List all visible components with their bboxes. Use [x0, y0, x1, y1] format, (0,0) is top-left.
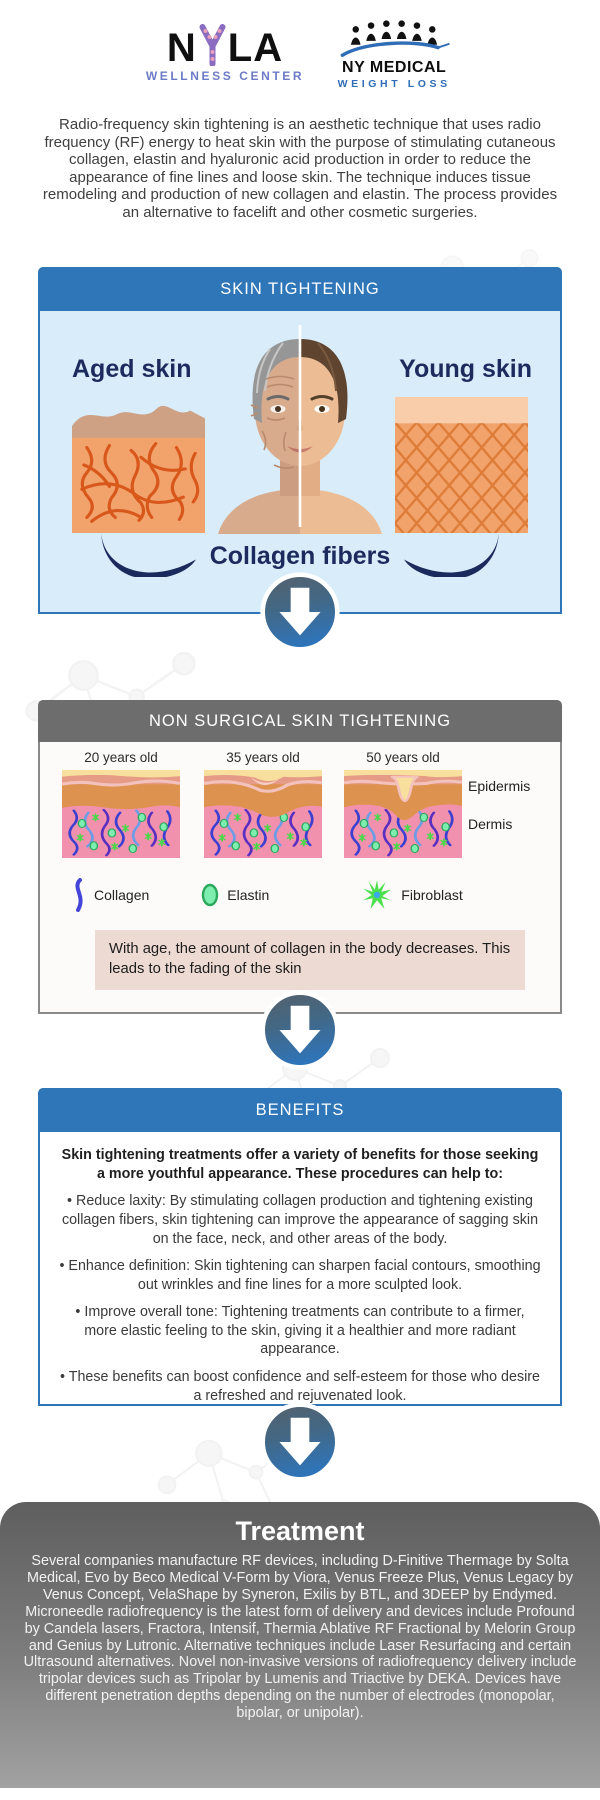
section-divider: [0, 988, 600, 1072]
skin-tightening-title: SKIN TIGHTENING: [38, 267, 562, 312]
ny-medical-subtitle: WEIGHT LOSS: [337, 77, 451, 90]
people-syringe-icon: [340, 20, 450, 58]
non-surgical-body: 20 years old 35 years old 50 years old: [38, 742, 562, 1015]
nyla-wellness-logo: N LA WELLNESS CENTER: [145, 23, 305, 83]
epidermis-label: Epidermis: [468, 778, 531, 795]
legend-collagen: Collagen: [70, 878, 149, 913]
collagen-brace-right: [404, 533, 499, 578]
nyla-letters-la: LA: [227, 25, 284, 70]
age-label-35: 35 years old: [226, 750, 300, 766]
age-collagen-caption: With age, the amount of collagen in the …: [95, 930, 525, 991]
age-label-20: 20 years old: [84, 750, 158, 766]
benefits-intro: Skin tightening treatments offer a varie…: [61, 1147, 539, 1182]
skin-diagram-50yo: [344, 770, 462, 859]
legend-fibroblast: Fibroblast: [361, 879, 463, 911]
header: N LA WELLNESS CENTER: [0, 0, 600, 100]
benefit-bullet-tone: • Improve overall tone: Tightening treat…: [75, 1304, 525, 1358]
section-treatment: Treatment Several companies manufacture …: [0, 1502, 600, 1789]
dermis-label: Dermis: [468, 816, 513, 833]
section-skin-tightening: SKIN TIGHTENING Aged skin Young skin: [38, 267, 562, 615]
section-non-surgical: NON SURGICAL SKIN TIGHTENING 20 years ol…: [38, 700, 562, 1015]
down-arrow-icon: [258, 1400, 342, 1484]
section-benefits: BENEFITS Skin tightening treatments offe…: [38, 1088, 562, 1407]
ny-medical-logo: NY MEDICAL WEIGHT LOSS: [334, 16, 454, 90]
benefit-bullet-laxity: • Reduce laxity: By stimulating collagen…: [61, 1193, 539, 1247]
nyla-letter-n: N: [166, 25, 197, 70]
intro-paragraph: Radio-frequency skin tightening is an ae…: [42, 116, 558, 221]
collagen-fibers-label: Collagen fibers: [209, 542, 391, 571]
benefits-body: Skin tightening treatments offer a varie…: [38, 1132, 562, 1407]
section-divider: [0, 1400, 600, 1484]
ny-medical-title: NY MEDICAL: [342, 59, 447, 77]
benefit-bullet-confidence: • These benefits can boost confidence an…: [60, 1369, 540, 1404]
legend: Collagen Elastin Fibroblast: [70, 878, 550, 913]
nyla-wordmark: N LA: [166, 23, 284, 70]
skin-tightening-body: Aged skin Young skin: [38, 311, 562, 615]
collagen-icon: [75, 878, 83, 913]
non-surgical-title: NON SURGICAL SKIN TIGHTENING: [38, 700, 562, 743]
fibroblast-icon: [363, 880, 392, 910]
treatment-title: Treatment: [235, 1516, 365, 1547]
skin-diagram-20yo: [62, 770, 180, 859]
down-arrow-icon: [258, 570, 342, 654]
face-divider-line: [298, 325, 302, 528]
face-comparison-illustration: [218, 325, 382, 535]
aged-skin-label: Aged skin: [72, 355, 192, 384]
benefits-title: BENEFITS: [38, 1088, 562, 1133]
skin-diagram-35yo: [204, 770, 322, 859]
treatment-paragraph: Several companies manufacture RF devices…: [23, 1553, 577, 1721]
dna-y-icon: [199, 23, 226, 66]
young-skin-illustration: [395, 397, 528, 534]
benefit-bullet-definition: • Enhance definition: Skin tightening ca…: [59, 1258, 541, 1293]
down-arrow-icon: [258, 988, 342, 1072]
young-skin-label: Young skin: [399, 355, 532, 384]
aged-skin-illustration: [72, 406, 205, 534]
elastin-icon: [202, 884, 219, 907]
legend-elastin: Elastin: [201, 883, 269, 907]
nyla-subtitle: WELLNESS CENTER: [145, 68, 305, 83]
age-label-50: 50 years old: [366, 750, 440, 766]
section-divider: [0, 570, 600, 654]
